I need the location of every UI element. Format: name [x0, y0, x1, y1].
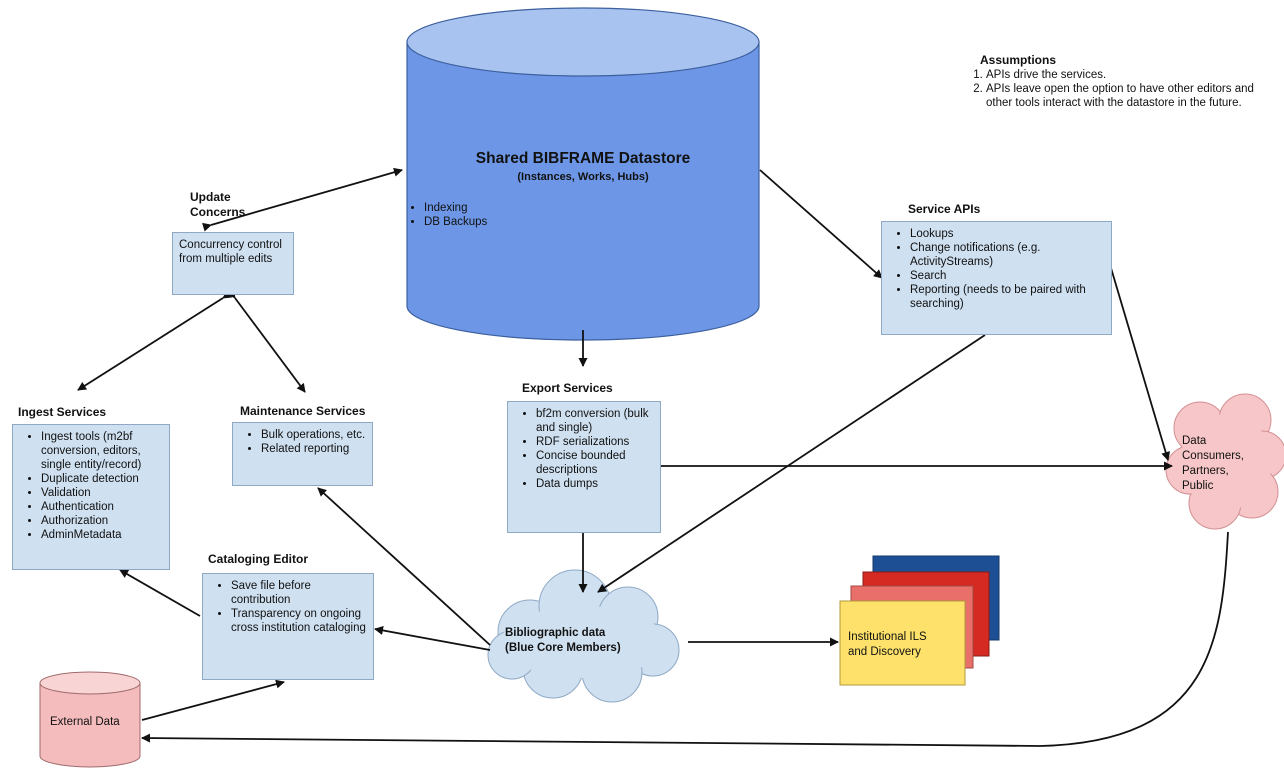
service-apis-box: Lookups Change notifications (e.g. Activ… [881, 221, 1112, 335]
list-item: RDF serializations [536, 435, 654, 449]
cataloging-editor-title: Cataloging Editor [208, 552, 308, 566]
service-apis-title: Service APIs [908, 202, 981, 216]
ingest-services-box: Ingest tools (m2bf conversion, editors, … [12, 424, 170, 570]
ils-label: Institutional ILS and Discovery [848, 631, 927, 658]
ingest-services-title: Ingest Services [18, 405, 107, 419]
assumptions-title: Assumptions [980, 53, 1057, 67]
datastore-list: Indexing DB Backups [404, 201, 604, 229]
update-concerns-title: Update Concerns [190, 190, 246, 219]
bibliographic-data-cloud [487, 569, 680, 703]
list-item: APIs leave open the option to have other… [986, 82, 1256, 110]
list-item: Save file before contribution [231, 579, 367, 607]
bibliographic-data-label: Bibliographic data (Blue Core Members) [505, 627, 621, 654]
update-concerns-box: Concurrency control from multiple edits [172, 232, 294, 295]
list-item: Change notifications (e.g. ActivityStrea… [910, 241, 1105, 269]
list-item: APIs drive the services. [986, 68, 1256, 82]
list-item: Concise bounded descriptions [536, 449, 654, 477]
maintenance-services-box: Bulk operations, etc. Related reporting [232, 422, 373, 486]
list-item: AdminMetadata [41, 528, 163, 542]
assumptions-list: APIs drive the services. APIs leave open… [956, 68, 1256, 110]
maintenance-services-title: Maintenance Services [240, 404, 366, 418]
export-services-box: bf2m conversion (bulk and single) RDF se… [507, 401, 661, 533]
list-item: Related reporting [261, 442, 366, 456]
list-item: Indexing [424, 201, 604, 215]
list-item: Duplicate detection [41, 472, 163, 486]
list-item: Ingest tools (m2bf conversion, editors, … [41, 430, 163, 472]
external-data-cylinder [39, 671, 141, 768]
data-consumers-label: Data Consumers, Partners, Public [1182, 435, 1244, 492]
list-item: Transparency on ongoing cross institutio… [231, 607, 367, 635]
external-data-label: External Data [50, 716, 120, 728]
connectors [77, 167, 1229, 747]
list-item: DB Backups [424, 215, 604, 229]
datastore-cylinder [406, 7, 760, 341]
list-item: Lookups [910, 227, 1105, 241]
export-services-title: Export Services [522, 381, 613, 395]
ils-stack [839, 555, 1000, 686]
list-item: Authentication [41, 500, 163, 514]
datastore-subtitle: (Instances, Works, Hubs) [517, 171, 649, 183]
list-item: Reporting (needs to be paired with searc… [910, 283, 1105, 311]
list-item: Search [910, 269, 1105, 283]
list-item: Data dumps [536, 477, 654, 491]
datastore-title: Shared BIBFRAME Datastore [475, 150, 691, 167]
cataloging-editor-box: Save file before contribution Transparen… [202, 573, 374, 680]
list-item: bf2m conversion (bulk and single) [536, 407, 654, 435]
list-item: Validation [41, 486, 163, 500]
data-consumers-cloud [1165, 393, 1284, 530]
list-item: Bulk operations, etc. [261, 428, 366, 442]
list-item: Authorization [41, 514, 163, 528]
